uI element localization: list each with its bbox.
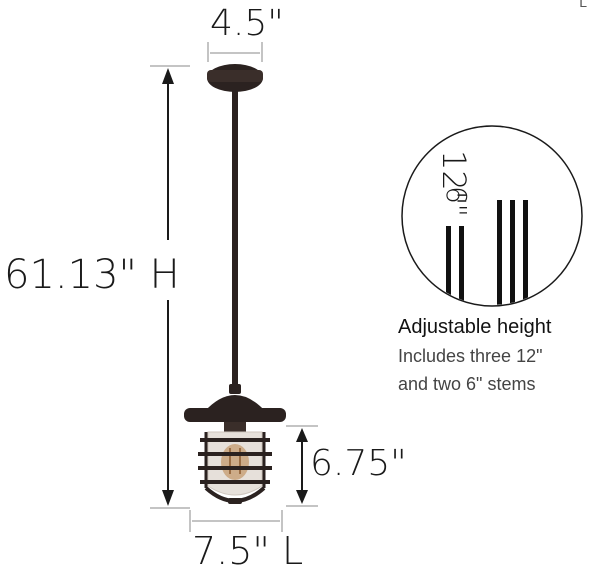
pendant-fixture <box>184 64 286 504</box>
shade-height-label: 6.75" <box>310 443 407 484</box>
shade-length-label: 7.5" L <box>192 529 304 573</box>
overall-height-dimension <box>150 65 190 509</box>
note-line-1: Includes three 12" <box>398 346 543 366</box>
canopy-width-dimension <box>207 42 263 62</box>
shade-height-dimension <box>286 425 318 507</box>
overall-height-label: 61.13" H <box>4 252 180 298</box>
canopy-width-label: 4.5" <box>210 3 284 44</box>
stems-inset <box>401 125 583 307</box>
note-line-2: and two 6" stems <box>398 374 536 394</box>
corner-mark: L <box>579 0 587 10</box>
shade-length-dimension <box>189 510 283 532</box>
adjustable-height-title: Adjustable height <box>398 316 552 338</box>
stem-short-label: 6" <box>440 186 473 217</box>
